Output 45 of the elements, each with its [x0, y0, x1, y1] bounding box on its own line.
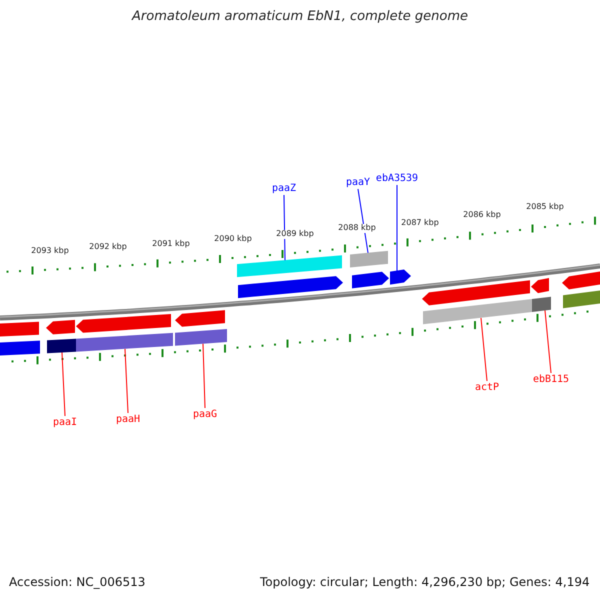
leader-line — [544, 310, 552, 374]
gene-feature — [76, 332, 173, 352]
gene-label: ebA3539 — [376, 173, 418, 184]
leader-line — [62, 352, 66, 416]
gene-feature — [47, 338, 76, 354]
gene-feature — [532, 296, 551, 312]
gene-label: actP — [474, 382, 500, 393]
footer-text: Accession: NC_006513 — [9, 576, 146, 590]
title: Aromatoleum aromaticum EbN1, complete genome — [130, 10, 469, 24]
leader-line — [202, 343, 206, 408]
gene-label: paaZ — [272, 183, 296, 194]
scale-label: 2087 kbp — [401, 219, 439, 228]
gene-feature — [390, 270, 411, 285]
gene-feature — [238, 276, 343, 298]
gene-label: paaY — [346, 177, 370, 188]
gene-feature — [175, 310, 225, 327]
gene-label: paaI — [52, 417, 78, 428]
gene-feature — [0, 322, 39, 336]
leader-line — [284, 194, 286, 261]
scale-label: 2090 kbp — [214, 235, 252, 244]
scale-label: 2093 kbp — [31, 247, 69, 256]
gene-feature — [562, 272, 600, 290]
gene-feature — [350, 250, 388, 268]
gene-feature — [175, 328, 227, 346]
leader-line — [396, 184, 398, 272]
gene-feature — [563, 290, 600, 308]
scale-label: 2086 kbp — [463, 211, 501, 220]
leader-line — [358, 188, 368, 254]
gene-label: paaH — [116, 414, 140, 425]
gene-feature — [237, 255, 342, 278]
leader-line — [124, 348, 128, 414]
gene-feature — [0, 340, 40, 356]
gene-feature — [531, 278, 549, 294]
gene-feature — [423, 299, 532, 324]
scale-label: 2089 kbp — [276, 230, 314, 239]
scale-label: 2085 kbp — [526, 203, 564, 212]
scale-label: 2088 kbp — [338, 224, 376, 233]
scale-label: 2092 kbp — [89, 243, 127, 252]
gene-label: paaG — [192, 409, 218, 420]
scale-label: 2091 kbp — [152, 240, 190, 249]
gene-label: ebB115 — [532, 374, 570, 385]
gene-feature — [46, 320, 75, 334]
leader-line — [480, 317, 488, 382]
footer-text: Topology: circular; Length: 4,296,230 bp; Genes: 4,194 — [260, 576, 590, 590]
gene-feature — [352, 272, 389, 288]
